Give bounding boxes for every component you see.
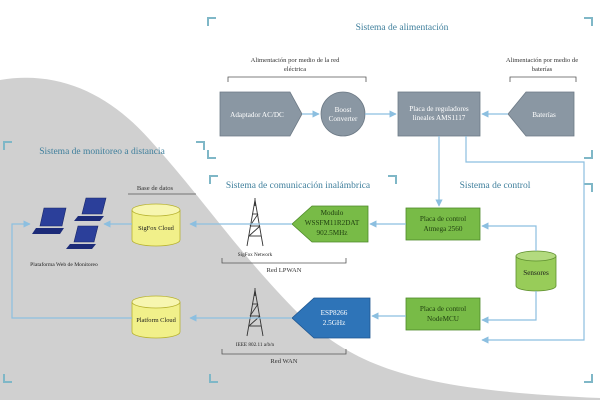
atmega-board-block <box>405 207 481 241</box>
boost-label-line2: Converter <box>329 115 358 123</box>
control-section-title: Sistema de control <box>460 181 531 191</box>
nodemcu-board-block <box>405 297 481 331</box>
wan-label: Red WAN <box>270 358 297 365</box>
wan-bracket <box>221 349 347 355</box>
sigfox-module-label-line3: 902.5MHz <box>317 229 348 237</box>
grid-power-bracket <box>227 76 367 82</box>
sigfox-cloud-label: SigFox Cloud <box>138 225 174 232</box>
regulator-label-line1: Placa de reguladores <box>409 105 469 113</box>
database-note: Base de datos <box>137 185 174 192</box>
battery-bracket <box>509 76 577 82</box>
monitoring-section-title: Sistema de monitoreo a distancia <box>39 147 165 157</box>
power-section-frame <box>207 17 593 159</box>
battery-note-line2: baterías <box>532 66 553 73</box>
power-section-title: Sistema de alimentación <box>356 23 449 33</box>
arrow-sensors-to-nodemcu <box>481 291 537 324</box>
sensors-label: Sensores <box>523 269 549 277</box>
battery-note-line1: Alimentación por medio de <box>506 57 578 64</box>
atmega-label-line2: Atmega 2560 <box>424 225 463 233</box>
regulator-board-block <box>397 91 481 137</box>
sigfox-module-label-line1: Modulo <box>321 209 344 217</box>
grid-power-note-line1: Alimentación por medio de la red <box>251 57 341 64</box>
laptops-icon <box>32 197 107 249</box>
sigfox-cloud-block <box>131 203 181 247</box>
regulator-label-line2: lineales AMS1117 <box>413 114 466 122</box>
sigfox-module-block <box>291 205 369 243</box>
ieee-label: IEEE 802.11 a/b/n <box>236 342 275 348</box>
lpwan-label: Red LPWAN <box>267 267 302 274</box>
arrow-sensors-to-atmega <box>481 222 537 251</box>
nodemcu-label-line2: NodeMCU <box>427 315 460 323</box>
boost-converter-block <box>320 91 366 137</box>
atmega-label-line1: Placa de control <box>420 215 466 223</box>
sensors-block <box>515 250 557 292</box>
wifi-antenna-icon <box>246 288 264 337</box>
arrow-regulator-to-nodemcu <box>465 136 585 344</box>
monitoring-section-frame <box>3 141 205 383</box>
web-platform-label: Plataforma Web de Monitoreo <box>30 261 98 268</box>
wireless-section-title: Sistema de comunicación inalámbrica <box>226 181 371 191</box>
control-section-frame <box>584 183 593 383</box>
wireless-section-frame <box>209 175 397 383</box>
esp8266-label-line2: 2.5GHz <box>323 319 346 327</box>
lpwan-bracket <box>221 258 347 264</box>
adapter-block <box>219 91 303 137</box>
sigfox-antenna-icon <box>246 198 264 247</box>
nodemcu-label-line1: Placa de control <box>420 305 466 313</box>
batteries-block <box>507 91 575 137</box>
platform-cloud-block <box>131 295 181 339</box>
batteries-label: Baterías <box>532 111 556 119</box>
platform-cloud-label: Platform Cloud <box>136 317 176 324</box>
sigfox-network-label: SigFox Network <box>238 252 273 258</box>
adapter-label: Adaptador AC/DC <box>230 111 284 119</box>
esp8266-label-line1: ESP8266 <box>321 309 348 317</box>
grid-power-note-line2: eléctrica <box>284 66 306 73</box>
sigfox-module-label-line2: WSSFM11R2DAT <box>305 219 360 227</box>
esp8266-module-block <box>291 297 371 339</box>
boost-label-line1: Boost <box>335 106 352 114</box>
arrow-platform-cloud-to-web <box>11 220 132 319</box>
